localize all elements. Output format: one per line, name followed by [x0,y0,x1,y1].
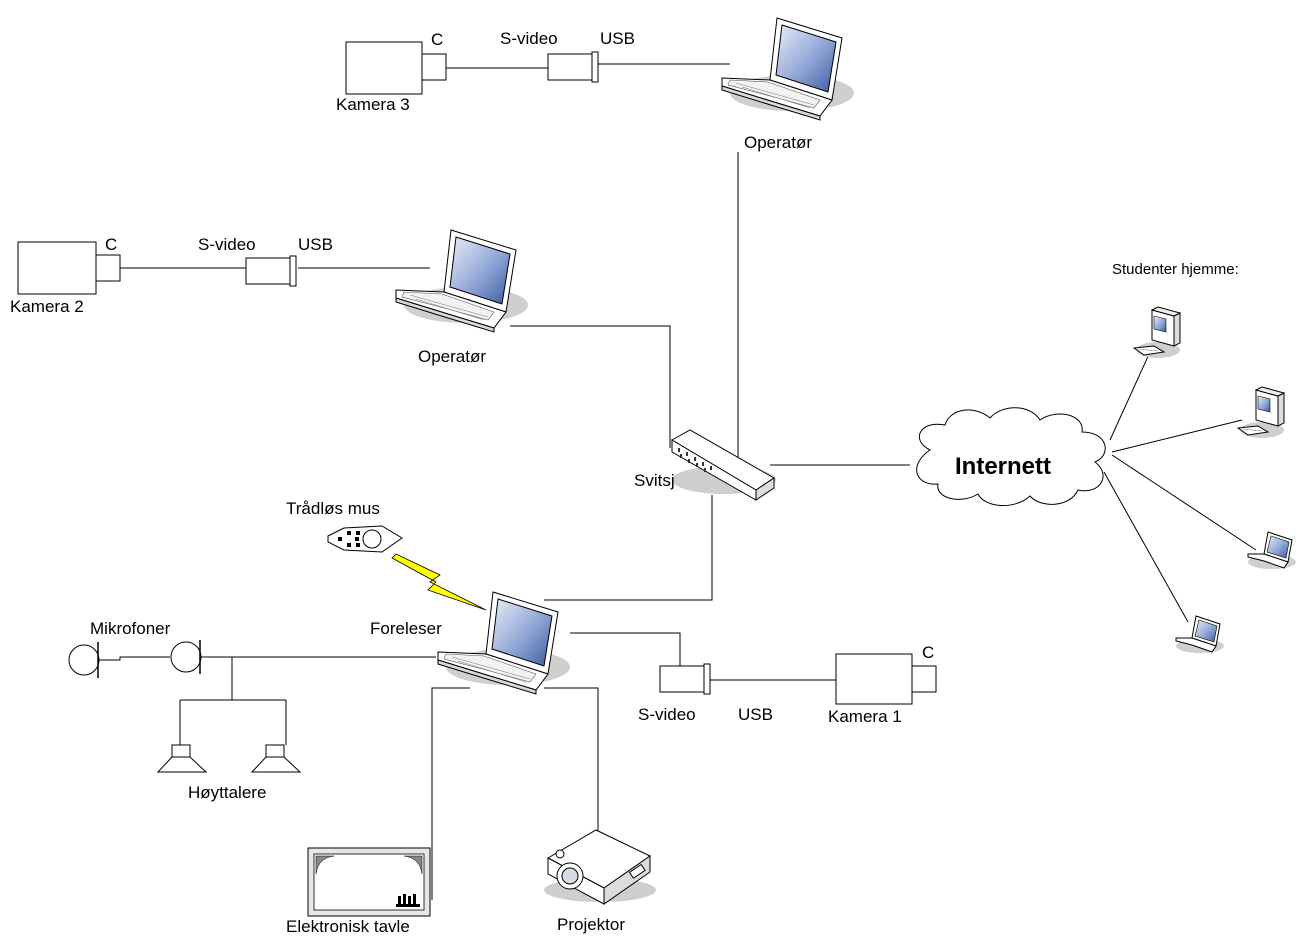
student-laptop-2 [1176,616,1224,653]
student-desktop-2 [1238,387,1284,438]
students-home-label: Studenter hjemme: [1112,261,1239,278]
whiteboard-label: Elektronisk tavle [286,917,410,936]
camera-3-label: Kamera 3 [336,95,410,114]
student-desktop-1 [1134,307,1180,358]
laptop-icon [1176,616,1224,653]
converter-2: S-video USB [198,235,333,286]
converter-3: S-video USB [500,29,635,82]
speakers-label: Høyttalere [188,783,266,802]
desktop-computer-icon [1134,307,1180,358]
projector-label: Projektor [557,915,625,934]
camera-2: C Kamera 2 [10,235,120,316]
converter-2-svideo-label: S-video [198,235,256,254]
student-laptop-1 [1248,532,1296,569]
wireless-mouse-label: Trådløs mus [286,499,380,518]
microphones-label: Mikrofoner [90,619,171,638]
lecturer-laptop [438,592,570,694]
camera-3: C Kamera 3 [336,30,446,114]
converter-3-svideo-label: S-video [500,29,558,48]
wireless-mouse: Trådløs mus [286,499,402,552]
speaker-icon [158,745,206,772]
operator-laptop-2 [396,230,528,332]
microphone-icon [69,642,99,678]
operator-3-label: Operatør [744,133,812,152]
svideo-usb-converter-icon [660,666,704,692]
camera-1-connector-label: C [922,643,934,662]
internet-cloud: Internett [917,408,1106,506]
electronic-whiteboard: Elektronisk tavle [286,848,430,936]
video-camera-icon [346,42,422,94]
laptop-icon [438,592,570,694]
laptop-icon [1248,532,1296,569]
microphone-icon [171,640,201,674]
desktop-computer-icon [1238,387,1284,438]
internet-label: Internett [955,453,1051,480]
camera-1-label: Kamera 1 [828,707,902,726]
svideo-usb-converter-icon [246,258,290,284]
converter-1: S-video USB [638,664,773,724]
speakers: Høyttalere [158,745,300,802]
operator-2-label: Operatør [418,347,486,366]
camera-2-label: Kamera 2 [10,297,84,316]
lecturer-label: Foreleser [370,619,442,638]
camera-1: C Kamera 1 [828,643,936,726]
converter-3-usb-label: USB [600,29,635,48]
video-camera-icon [836,654,912,704]
converter-1-svideo-label: S-video [638,705,696,724]
microphones: Mikrofoner [69,619,201,678]
camera-3-connector-label: C [431,30,443,49]
wireless-link-icon [392,554,486,610]
camera-2-connector-label: C [105,235,117,254]
projector: Projektor [544,830,656,934]
svideo-usb-converter-icon [548,54,592,80]
laptop-icon [722,18,854,120]
converter-2-usb-label: USB [298,235,333,254]
operator-laptop-3 [722,18,854,120]
converter-1-usb-label: USB [738,705,773,724]
switch-label: Svitsj [634,471,675,490]
network-switch: Svitsj [634,430,776,500]
speaker-icon [252,745,300,772]
video-camera-icon [18,242,96,294]
laptop-icon [396,230,528,332]
